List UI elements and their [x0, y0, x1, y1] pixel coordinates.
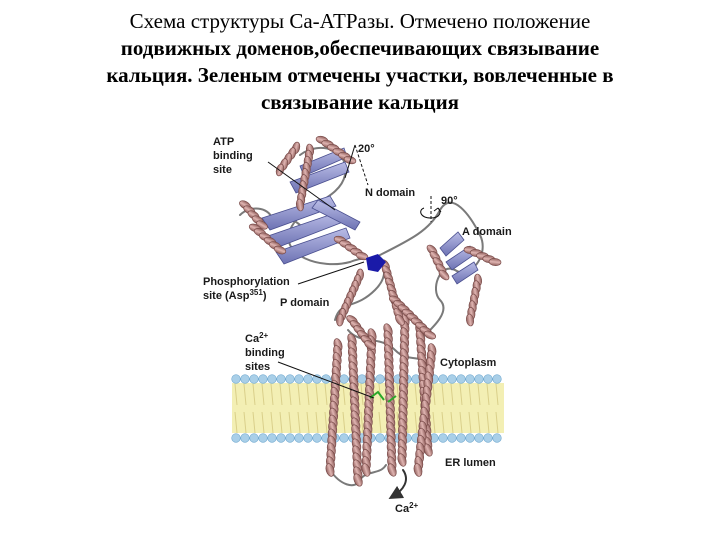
pointer-lines	[267, 144, 432, 399]
cytoplasm-label: Cytoplasm	[440, 357, 496, 369]
n-domain-angle-label: 20°	[358, 143, 375, 155]
a-domain-label: A domain	[462, 226, 512, 238]
er-lumen-label: ER lumen	[445, 457, 496, 469]
atp-binding-site-label: ATP binding site	[213, 136, 256, 176]
phosphorylation-site-marker	[366, 254, 386, 272]
calcium-binding-sites-label: Ca2+ binding sites	[245, 329, 288, 373]
phosphorylation-site-label: Phosphorylation site (Asp351)	[203, 276, 293, 302]
beta-sheets	[261, 147, 479, 285]
rotation-arrows	[420, 207, 442, 219]
a-domain-angle-label: 90°	[441, 195, 458, 207]
title-line-2: подвижных доменов,обеспечивающих связыва…	[120, 36, 600, 60]
alpha-helices	[239, 135, 502, 487]
n-domain-label: N domain	[365, 187, 415, 199]
calcium-release-label: Ca2+	[395, 501, 419, 515]
calcium-binding-site-markers	[369, 390, 397, 403]
title-line-4: связывание кальция	[260, 90, 460, 114]
title-line-3: кальция. Зеленым отмечены участки, вовле…	[106, 63, 614, 87]
lipid-tails	[234, 383, 499, 434]
p-domain-label: P domain	[280, 297, 330, 309]
slide-title: Схема структуры Са-АТРазы. Отмечено поло…	[0, 8, 720, 116]
title-line-1: Схема структуры Са-АТРазы. Отмечено поло…	[129, 9, 591, 33]
